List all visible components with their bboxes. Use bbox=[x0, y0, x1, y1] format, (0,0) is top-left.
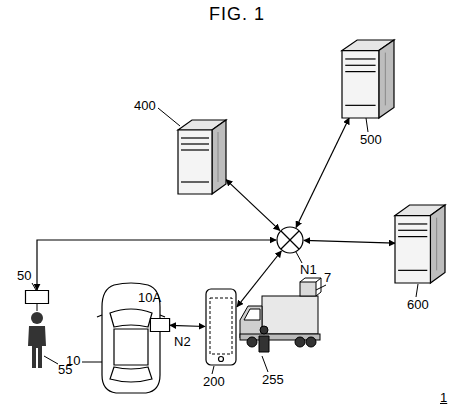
server-outline bbox=[178, 120, 226, 194]
phone-outline bbox=[205, 288, 237, 366]
network-outline bbox=[276, 226, 304, 254]
network-symbol: N1 bbox=[276, 226, 304, 254]
leader-lines bbox=[32, 108, 418, 374]
callout-number: 255 bbox=[262, 372, 284, 387]
reference-numeral: N1 bbox=[300, 262, 317, 277]
edge-label: N2 bbox=[174, 334, 191, 349]
reference-numeral: 600 bbox=[407, 297, 429, 312]
server-outline bbox=[342, 40, 394, 118]
connector-arrow bbox=[37, 240, 276, 290]
connector-arrow bbox=[304, 240, 395, 243]
reference-numeral: 10A bbox=[138, 290, 161, 305]
person-figure bbox=[28, 304, 46, 368]
callout-number: 1 bbox=[440, 390, 447, 405]
callout-number: 7 bbox=[324, 270, 331, 285]
connector-arrow bbox=[226, 180, 280, 231]
onboard-unit: 10A bbox=[150, 318, 170, 332]
terminal-box: 50 bbox=[25, 290, 49, 304]
smartphone-illustration: 200 bbox=[205, 288, 237, 366]
box-outline bbox=[150, 318, 170, 332]
server-illustration: 500 bbox=[342, 40, 394, 118]
delivery-truck bbox=[240, 278, 321, 352]
figure-title: FIG. 1 bbox=[209, 4, 265, 24]
reference-numeral: 400 bbox=[134, 98, 156, 113]
box-outline bbox=[25, 290, 49, 304]
callout-number: 55 bbox=[58, 362, 72, 377]
reference-numeral: 200 bbox=[203, 374, 225, 389]
reference-numeral: 500 bbox=[360, 132, 382, 147]
server-illustration: 400 bbox=[178, 120, 226, 194]
server-outline bbox=[395, 205, 445, 283]
connector-arrow bbox=[237, 251, 281, 307]
connector-arrow bbox=[296, 118, 349, 227]
server-illustration: 600 bbox=[395, 205, 445, 283]
connector-arrow bbox=[170, 325, 205, 326]
reference-numeral: 50 bbox=[17, 268, 31, 283]
